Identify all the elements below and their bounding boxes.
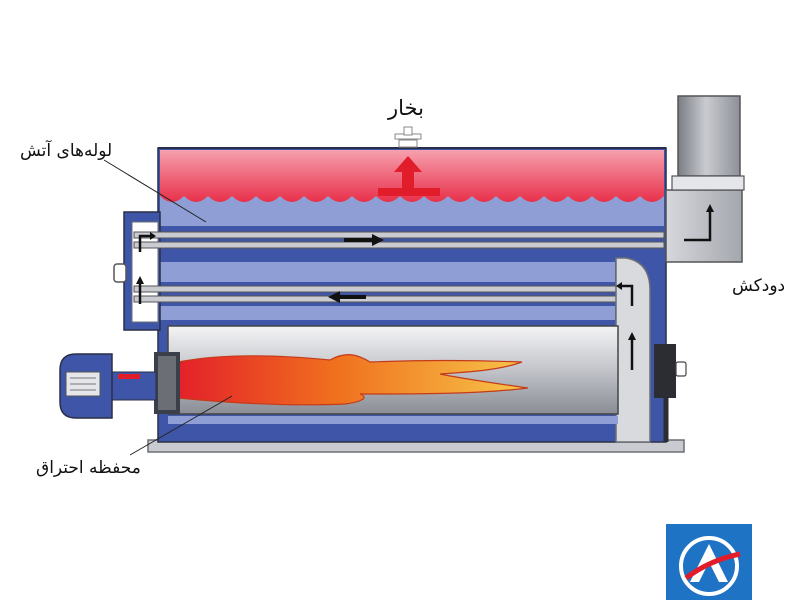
burner-fan-icon xyxy=(59,352,180,419)
water-lower xyxy=(160,306,615,320)
arrow-icon xyxy=(136,204,714,370)
fire-tubes-label: لوله‌های آتش xyxy=(20,141,113,161)
fire-tube-upper-2 xyxy=(133,241,665,249)
brand-logo-icon xyxy=(666,524,752,600)
front-door-handle xyxy=(113,263,127,283)
fire-tube-lower-2 xyxy=(133,295,617,303)
chimney-collar xyxy=(671,175,745,191)
leader-fire-tubes xyxy=(103,159,207,223)
chimney-label: دودکش xyxy=(732,276,786,296)
valve-icon xyxy=(394,126,422,148)
fire-tube-lower-1 xyxy=(133,285,617,293)
chimney-box xyxy=(665,189,743,263)
combustion-chamber-label: محفظه احتراق xyxy=(36,458,141,478)
water-middle xyxy=(160,262,615,282)
rear-door xyxy=(654,344,676,398)
burner-flame xyxy=(177,354,529,406)
steam-up-arrow xyxy=(378,156,440,196)
steam-label: بخار xyxy=(388,96,424,120)
fire-tube-upper-1 xyxy=(133,231,665,239)
chimney-stack xyxy=(677,95,741,177)
leader-combustion-chamber xyxy=(129,395,233,456)
